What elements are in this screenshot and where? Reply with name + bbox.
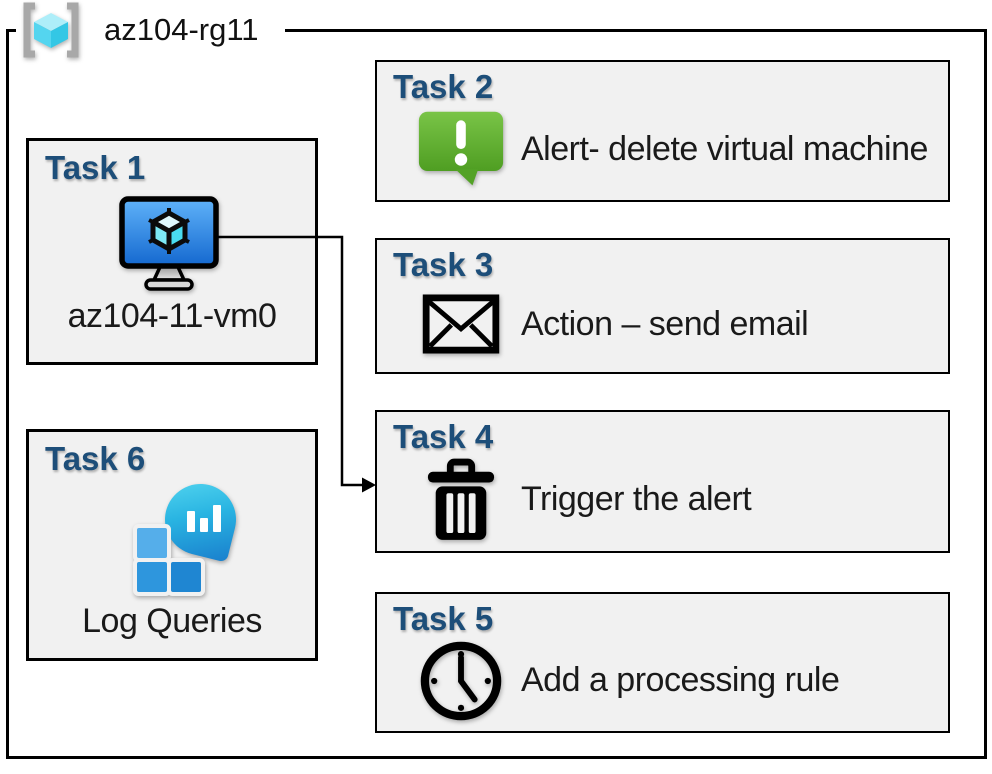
log-chart-bar	[187, 511, 195, 532]
task-5-title: Task 5	[393, 600, 494, 637]
log-queries-icon	[137, 476, 244, 592]
log-chart-bar	[200, 518, 208, 532]
task-5-box: Task 5 Add a processing rule	[375, 592, 950, 733]
log-square	[137, 528, 167, 558]
task-2-title: Task 2	[393, 68, 494, 105]
task-2-label: Alert- delete virtual machine	[521, 129, 928, 168]
task-6-label: Log Queries	[82, 602, 262, 640]
task-2-box: Task 2 Alert- delete virtual machine	[375, 60, 950, 202]
log-square	[171, 562, 201, 592]
clock-icon	[413, 641, 509, 721]
alert-message-icon	[413, 109, 509, 189]
log-chart-bar	[213, 505, 221, 532]
task-4-box: Task 4 Trigger the alert	[375, 410, 950, 553]
task-3-title: Task 3	[393, 246, 494, 283]
task-6-title: Task 6	[45, 440, 146, 477]
task-1-label: az104-11-vm0	[67, 297, 277, 335]
task-3-box: Task 3 Action – send email	[375, 238, 950, 374]
task-3-label: Action – send email	[521, 304, 809, 343]
trash-icon	[413, 458, 509, 542]
resource-group-icon	[18, 1, 84, 59]
resource-group-name: az104-rg11	[104, 12, 259, 47]
log-square	[137, 562, 167, 592]
virtual-machine-icon	[119, 196, 219, 297]
task-5-label: Add a processing rule	[521, 661, 840, 699]
task-1-box: Task 1	[26, 138, 318, 365]
task-4-title: Task 4	[393, 418, 494, 455]
task-1-title: Task 1	[45, 149, 146, 186]
resource-group-label: az104-rg11	[16, 1, 285, 59]
task-6-box: Task 6 Log Queries	[26, 429, 318, 661]
task-4-label: Trigger the alert	[521, 480, 752, 518]
email-envelope-icon	[413, 294, 509, 354]
